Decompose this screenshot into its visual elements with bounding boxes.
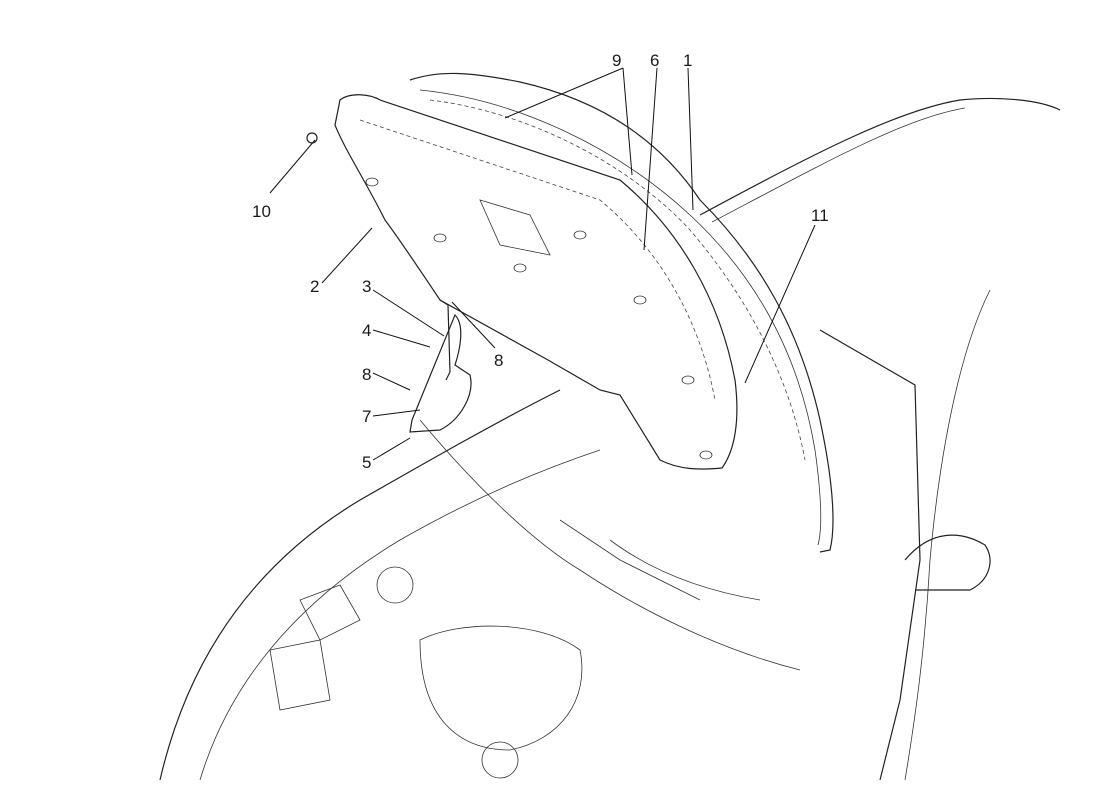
callout-5: 5	[362, 453, 372, 472]
callout-11: 11	[811, 206, 829, 225]
callout-7: 7	[362, 407, 372, 426]
callout-2: 2	[310, 277, 320, 296]
callout-1: 1	[683, 51, 693, 70]
callout-4: 4	[362, 321, 372, 340]
callout-8b: 8	[494, 351, 504, 370]
callout-3: 3	[362, 277, 372, 296]
callout-6: 6	[650, 51, 660, 70]
callout-9: 9	[612, 51, 622, 70]
callout-10: 10	[252, 202, 271, 221]
callout-8a: 8	[362, 365, 372, 384]
